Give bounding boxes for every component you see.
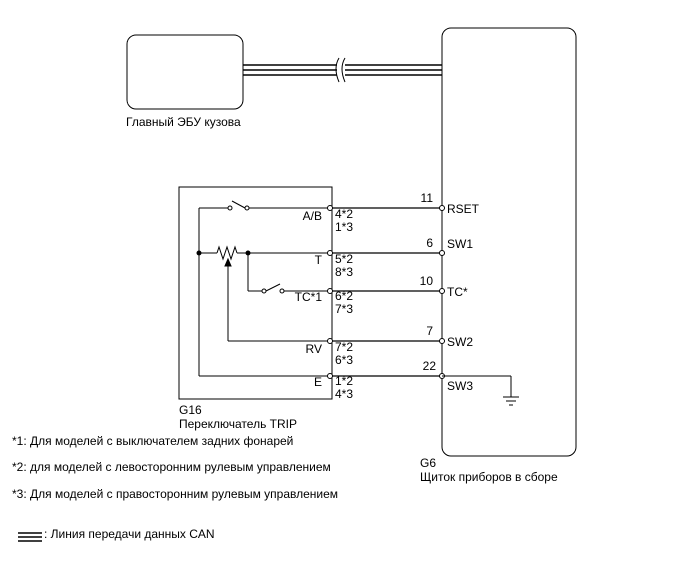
body-ecu-label: Главный ЭБУ кузова — [126, 115, 241, 129]
cluster-terminal-tc: TC* — [447, 285, 468, 299]
switch-terminal-tc: TC*1 — [295, 290, 323, 304]
switch-terminal-e: E — [314, 375, 322, 389]
switch-terminal-t: T — [315, 253, 323, 267]
instrument-cluster-box — [441, 27, 577, 457]
cluster-terminal-sw2: SW2 — [447, 335, 473, 349]
switch-pin: 7*2 — [335, 340, 353, 354]
switch-pin: 1*3 — [335, 220, 353, 234]
cluster-pin: 11 — [421, 191, 434, 205]
cluster-pin: 6 — [426, 236, 433, 250]
switch-pin: 4*2 — [335, 207, 353, 221]
switch-terminal-circles — [327, 205, 333, 379]
switch-pin: 5*2 — [335, 252, 353, 266]
switch-pin: 6*3 — [335, 353, 353, 367]
cluster-pin: 22 — [423, 359, 437, 373]
switch-name: Переключатель TRIP — [179, 417, 297, 431]
cluster-name: Щиток приборов в сборе — [420, 470, 558, 484]
cluster-terminal-rset: RSET — [447, 202, 480, 216]
switch-pin: 8*3 — [335, 265, 353, 279]
switch-pin: 7*3 — [335, 302, 353, 316]
body-ecu-box — [126, 34, 244, 110]
trip-switch-internals — [198, 200, 330, 377]
can-legend-label: : Линия передачи данных CAN — [44, 527, 215, 541]
switch-pin: 6*2 — [335, 289, 353, 303]
junction-dot — [196, 250, 202, 256]
cluster-code: G6 — [420, 456, 436, 470]
note-3: *3: Для моделей с правосторонним рулевым… — [12, 487, 338, 501]
can-legend-icon — [18, 532, 42, 542]
switch-terminal-rv: RV — [306, 342, 322, 356]
cluster-terminal-sw1: SW1 — [447, 237, 473, 251]
note-2: *2: для моделей с левосторонним рулевым … — [12, 460, 331, 474]
can-bus-line — [243, 57, 442, 83]
harness-wires — [330, 207, 442, 377]
cluster-terminal-circles — [439, 205, 445, 379]
junction-dot — [245, 250, 251, 256]
switch-pin: 1*2 — [335, 374, 353, 388]
cluster-pin: 10 — [420, 274, 434, 288]
switch-terminal-ab: A/B — [303, 209, 322, 223]
note-1: *1: Для моделей с выключателем задних фо… — [12, 434, 293, 448]
switch-code: G16 — [179, 403, 202, 417]
ground-icon — [442, 375, 519, 406]
cluster-pin: 7 — [426, 324, 433, 338]
switch-pin: 4*3 — [335, 387, 353, 401]
cluster-terminal-sw3: SW3 — [447, 379, 473, 393]
